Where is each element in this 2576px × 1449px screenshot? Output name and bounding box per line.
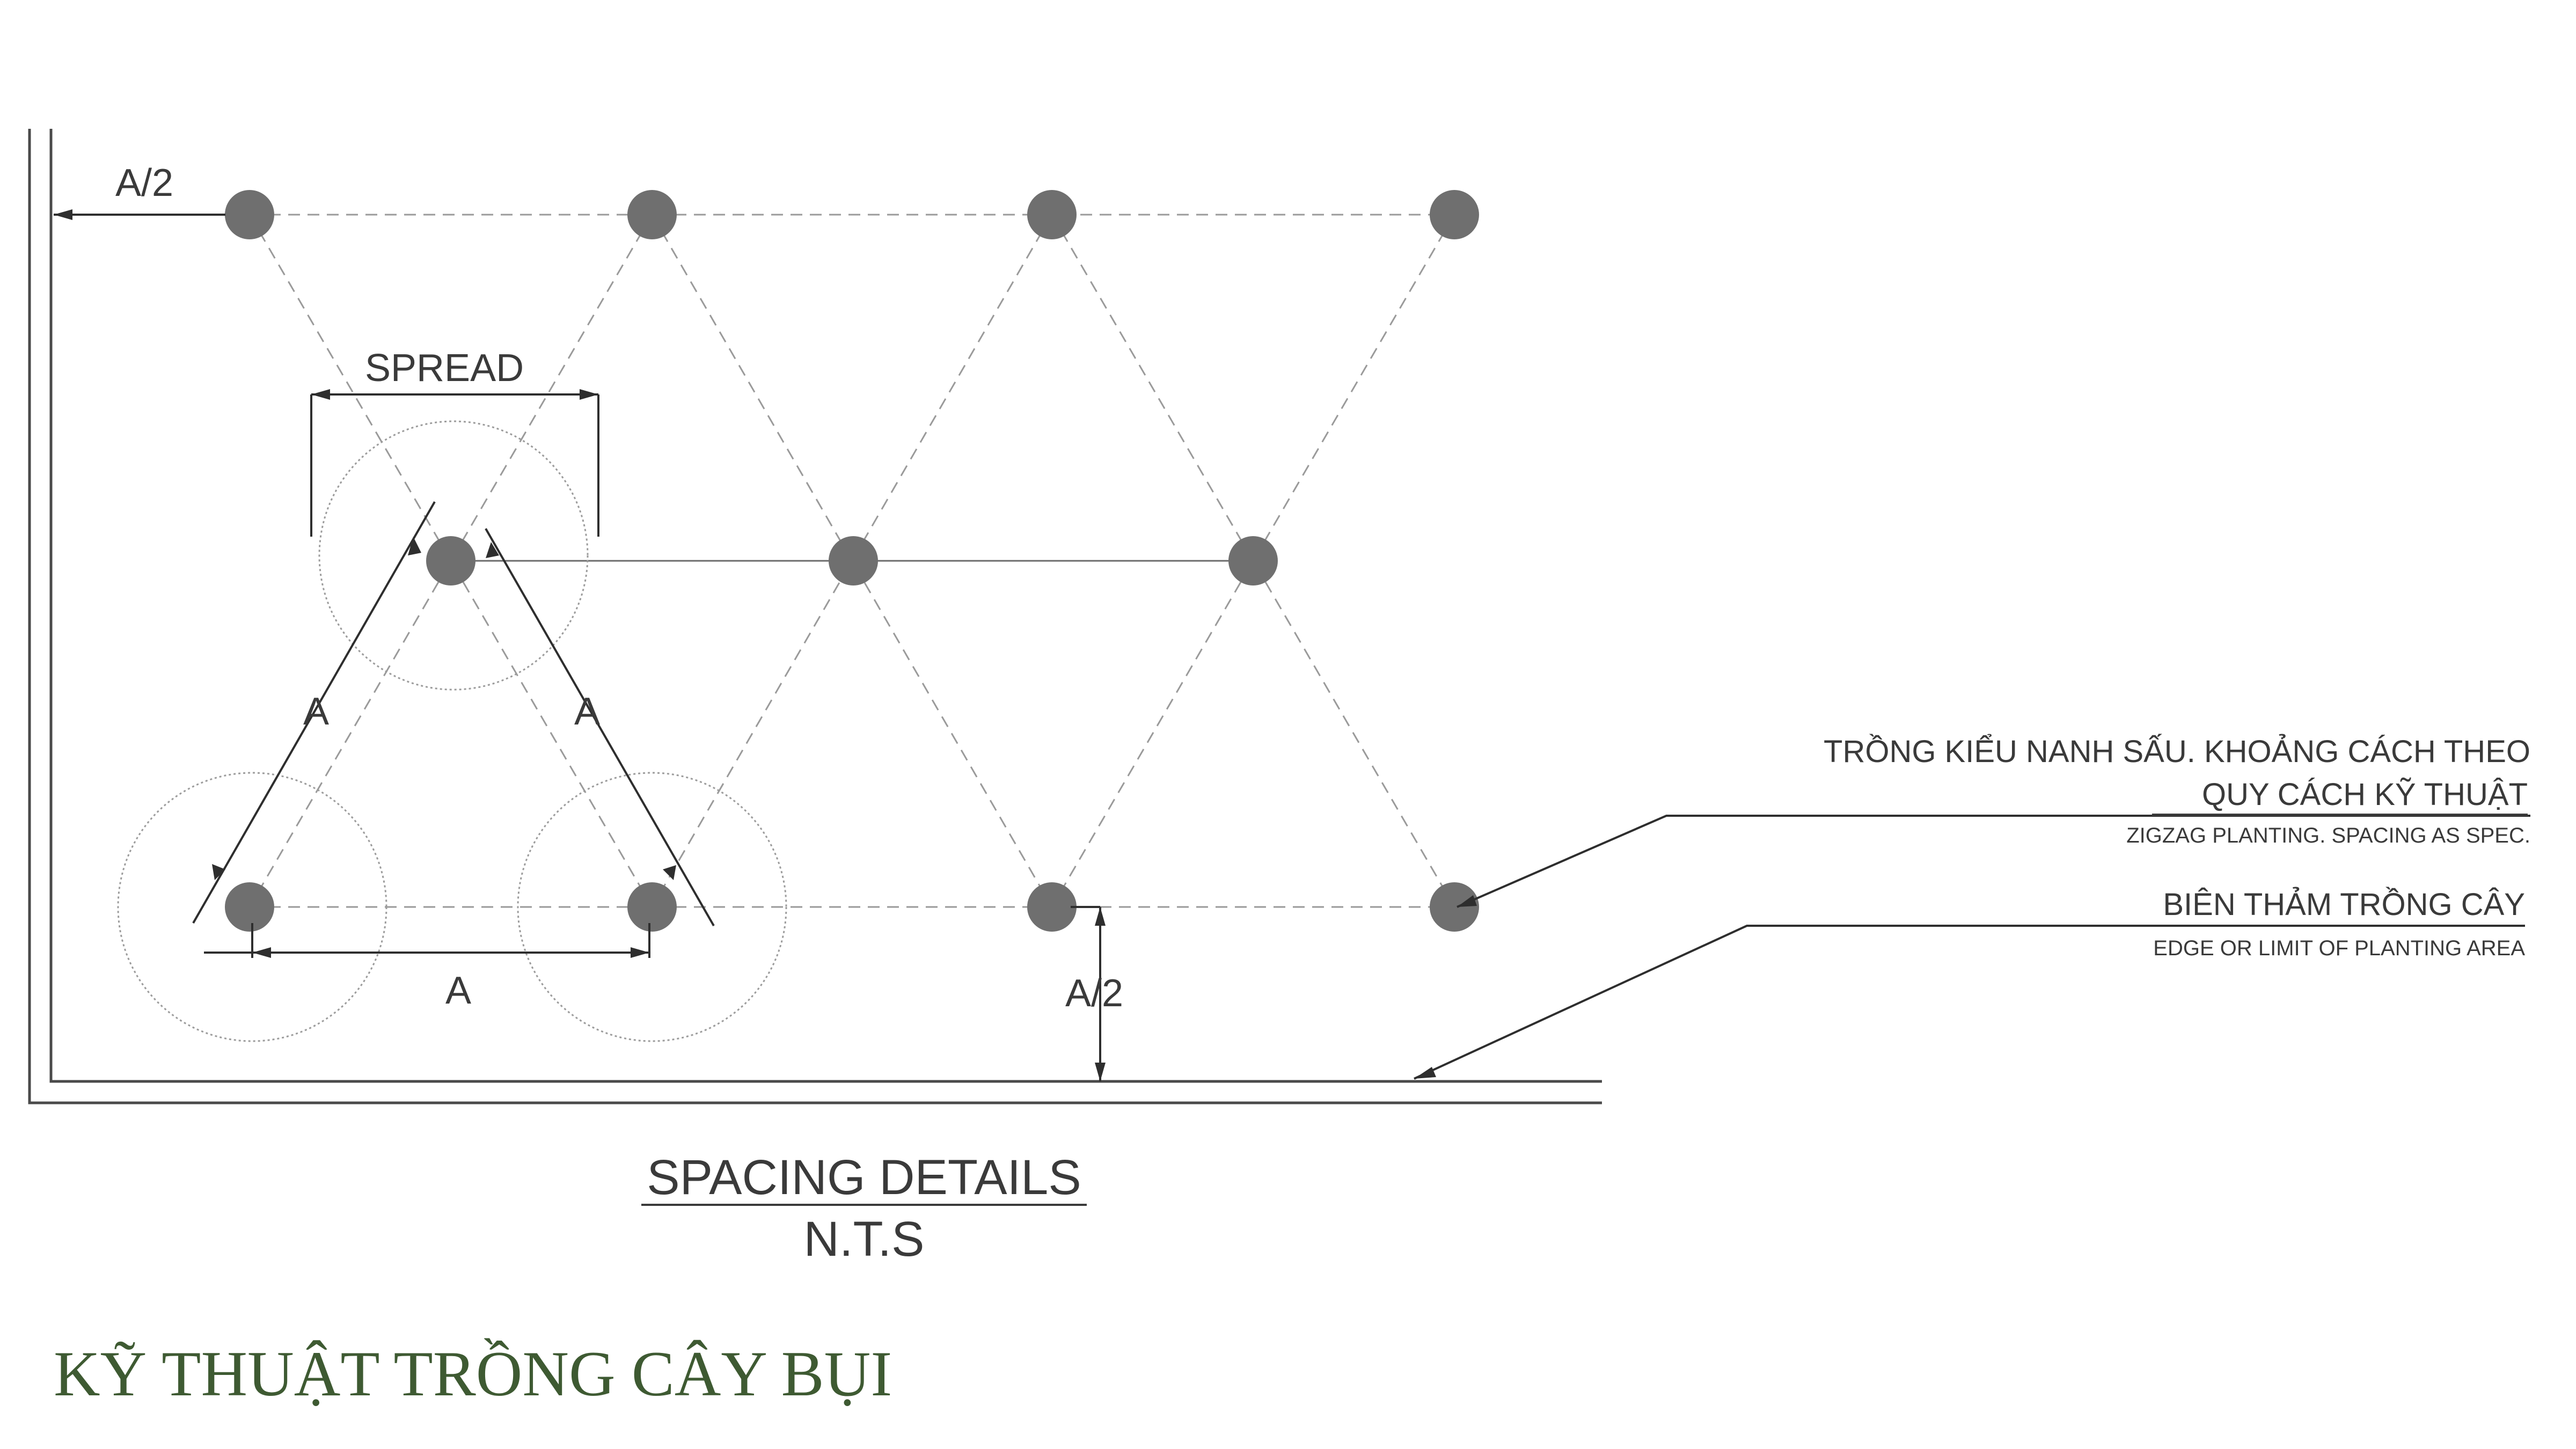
spread-circle [117, 772, 387, 1042]
spacing-label-base: A [445, 969, 471, 1012]
top-half-spacing-dimension [54, 209, 225, 220]
plant-dot [1430, 190, 1479, 239]
edge-callout-en: EDGE OR LIMIT OF PLANTING AREA [2153, 936, 2525, 960]
plant-dot [627, 190, 677, 239]
plant-dot [829, 536, 878, 586]
planting-area-border [28, 129, 1602, 1104]
zigzag-callout-en: ZIGZAG PLANTING. SPACING AS SPEC. [2126, 824, 2530, 847]
plant-dot [1228, 536, 1278, 586]
detail-title: SPACING DETAILS [647, 1150, 1081, 1205]
plant-dots [225, 190, 1479, 932]
plant-dot [1027, 190, 1077, 239]
plant-dot [225, 190, 274, 239]
detail-scale: N.T.S [804, 1212, 925, 1267]
spread-circle [318, 420, 589, 691]
edge-callout-vi: BIÊN THẢM TRỒNG CÂY [2163, 887, 2525, 922]
half-spacing-vertical-label: A/2 [1065, 972, 1123, 1015]
plant-dot [225, 882, 274, 932]
spread-dimension [310, 389, 599, 537]
plant-dot [1430, 882, 1479, 932]
spread-circle [517, 772, 787, 1042]
spread-label: SPREAD [365, 347, 524, 390]
plant-dot [426, 536, 475, 586]
plant-dot [1027, 882, 1077, 932]
spacing-dimensions [192, 501, 715, 958]
bottom-half-spacing-dimension [1071, 906, 1106, 1081]
spacing-label-left: A [303, 690, 329, 733]
zigzag-callout-vi-line1: TRỒNG KIỂU NANH SẤU. KHOẢNG CÁCH THEO [1824, 734, 2530, 769]
plant-dot [627, 882, 677, 932]
zigzag-callout-vi-line2: QUY CÁCH KỸ THUẬT [2202, 777, 2528, 812]
half-spacing-label: A/2 [115, 162, 173, 204]
spacing-label-right: A [574, 690, 600, 733]
spread-circles [117, 420, 787, 1042]
zigzag-grid-lines [248, 214, 1455, 908]
page-title: KỸ THUẬT TRỒNG CÂY BỤI [54, 1337, 892, 1409]
